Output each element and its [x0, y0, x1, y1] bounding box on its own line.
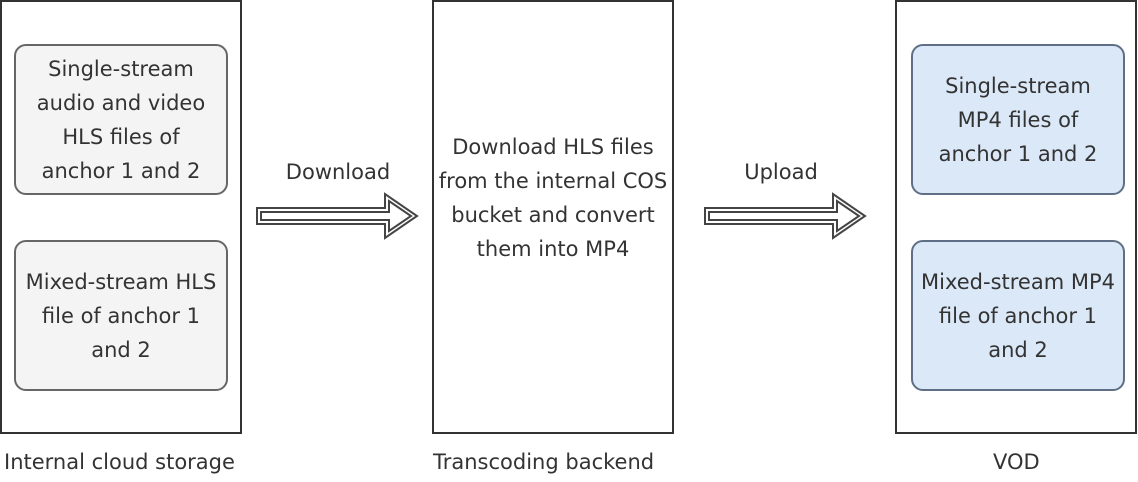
single-stream-hls-label: Single-stream audio and video HLS files … [36, 56, 206, 183]
single-stream-mp4-box: Single-stream MP4 files of anchor 1 and … [911, 44, 1125, 195]
vod-caption: VOD [993, 450, 1040, 474]
mixed-stream-mp4-label: Mixed-stream MP4 file of anchor 1 and 2 [921, 269, 1115, 362]
mixed-stream-hls-label: Mixed-stream HLS file of anchor 1 and 2 [25, 269, 217, 362]
transcoding-description-text: Download HLS files from the internal COS… [438, 135, 668, 261]
single-stream-mp4-label: Single-stream MP4 files of anchor 1 and … [938, 73, 1098, 166]
mixed-stream-mp4-box: Mixed-stream MP4 file of anchor 1 and 2 [911, 240, 1125, 391]
upload-arrow [704, 192, 867, 240]
upload-label: Upload [744, 160, 818, 184]
mixed-stream-hls-box: Mixed-stream HLS file of anchor 1 and 2 [14, 240, 228, 391]
transcoding-description: Download HLS files from the internal COS… [434, 130, 672, 266]
internal-cloud-storage-caption: Internal cloud storage [4, 450, 235, 474]
download-arrow [256, 192, 419, 240]
transcoding-backend-caption: Transcoding backend [433, 450, 655, 474]
download-label: Download [285, 160, 391, 184]
single-stream-hls-box: Single-stream audio and video HLS files … [14, 44, 228, 195]
transcoding-backend-panel [432, 0, 674, 434]
